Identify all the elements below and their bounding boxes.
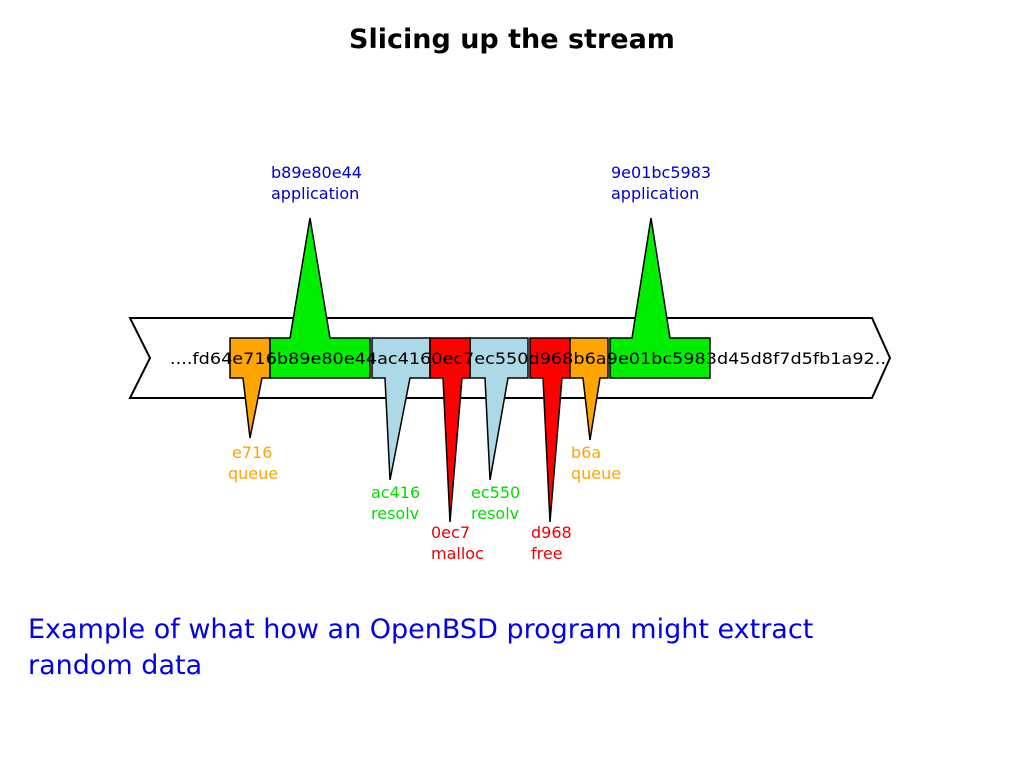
- label-0ec7-hex: 0ec7: [431, 523, 470, 542]
- label-ec550-hex: ec550: [471, 483, 520, 502]
- label-9e01bc5983-name: application: [611, 184, 699, 203]
- segment-b89e80e44: [269, 217, 371, 379]
- segment-9e01bc5983: [609, 217, 711, 379]
- segment-b6a: [569, 337, 609, 441]
- label-ec550-name: resolv: [471, 504, 519, 523]
- label-e716-hex: e716: [232, 443, 272, 462]
- label-e716-name: queue: [228, 464, 278, 483]
- label-0ec7-name: malloc: [431, 544, 484, 563]
- label-ac416-name: resolv: [371, 504, 419, 523]
- label-9e01bc5983-hex: 9e01bc5983: [611, 163, 711, 182]
- label-d968-name: free: [531, 544, 563, 563]
- slide-caption: Example of what how an OpenBSD program m…: [28, 614, 814, 681]
- label-ac416-hex: ac416: [371, 483, 420, 502]
- stream-text: ....fd64e716b89e80e44ac4160ec7ec550d968b…: [170, 349, 886, 368]
- label-b89e80e44-name: application: [271, 184, 359, 203]
- label-b89e80e44-hex: b89e80e44: [271, 163, 362, 182]
- label-d968-hex: d968: [531, 523, 572, 542]
- label-b6a-name: queue: [571, 464, 621, 483]
- segment-ec550: [469, 337, 529, 481]
- segment-0ec7: [429, 337, 471, 523]
- slide-title: Slicing up the stream: [349, 24, 675, 55]
- label-b6a-hex: b6a: [571, 443, 601, 462]
